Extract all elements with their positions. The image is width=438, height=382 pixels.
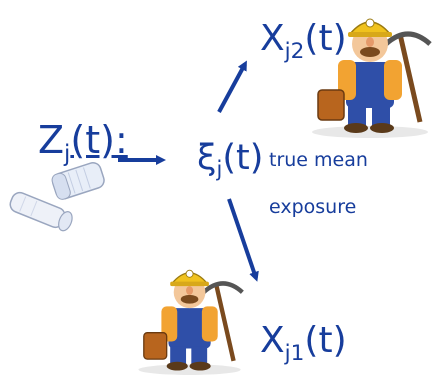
arrow-xi-to-x2 bbox=[217, 60, 247, 113]
sampling-vials-icon bbox=[9, 162, 105, 232]
xi-label-sub: j bbox=[216, 157, 223, 182]
xi-caption-line1: true mean bbox=[269, 149, 368, 171]
arrow-xi-to-x1 bbox=[227, 198, 259, 282]
x1-label: Xj1(t) bbox=[260, 320, 347, 364]
x1-label-main: X bbox=[260, 320, 285, 361]
xi-caption-line2: exposure bbox=[269, 196, 357, 218]
x1-label-sub: j1 bbox=[284, 340, 305, 366]
z-label: Zj(t): bbox=[38, 118, 128, 165]
miner-worker-icon-2 bbox=[138, 269, 244, 375]
x2-label-suffix: (t) bbox=[304, 18, 347, 59]
miner-worker-icon bbox=[312, 18, 432, 138]
x1-label-suffix: (t) bbox=[304, 320, 347, 361]
x2-label: Xj2(t) bbox=[260, 18, 347, 62]
z-label-suffix: (t): bbox=[70, 118, 128, 162]
xi-label-main: ξ bbox=[197, 138, 217, 178]
x2-label-sub: j2 bbox=[284, 38, 305, 64]
xi-label: ξj(t) bbox=[197, 138, 264, 180]
z-label-sub: j bbox=[64, 140, 71, 167]
xi-label-suffix: (t) bbox=[222, 138, 264, 178]
x2-label-main: X bbox=[260, 18, 285, 59]
z-label-main: Z bbox=[38, 118, 65, 162]
